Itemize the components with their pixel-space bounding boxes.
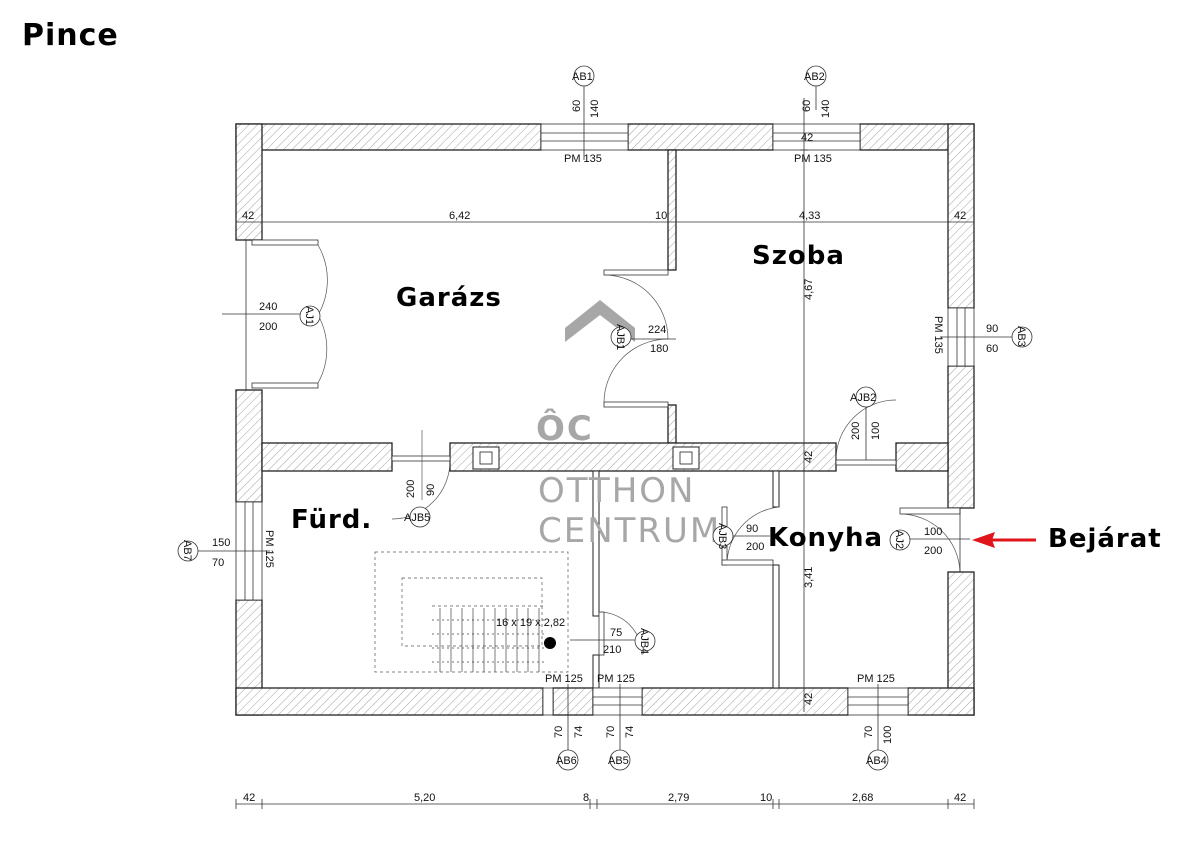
room-label-kitchen: Konyha (768, 523, 883, 553)
size-ajb5-b: 90 (425, 484, 437, 496)
tag-ajb3: AJB3 (716, 523, 728, 549)
dim-top-433: 4,33 (799, 210, 820, 222)
size-ab3-b: 60 (986, 343, 998, 355)
dim-bot-10: 10 (760, 792, 772, 804)
dim-v-42-mid: 42 (803, 451, 815, 463)
tag-aj2: AJ2 (893, 530, 905, 549)
room-label-garage: Garázs (396, 283, 502, 313)
dim-bot-268: 2,68 (852, 792, 873, 804)
label-ab2-pm: PM 135 (794, 153, 832, 165)
dim-top-642: 6,42 (449, 210, 470, 222)
tag-ajb1: AJB1 (614, 324, 626, 350)
size-ajb3-b: 200 (746, 541, 764, 553)
size-ajb1-a: 224 (648, 324, 666, 336)
watermark-line1: OTTHON (538, 471, 695, 511)
size-ab4-a: 70 (863, 726, 875, 738)
tag-ab6: AB6 (556, 755, 577, 767)
size-ajb4-b: 210 (603, 644, 621, 656)
dim-bot-42-right: 42 (954, 792, 966, 804)
dim-top-42-left: 42 (242, 210, 254, 222)
size-ab2-a: 60 (801, 100, 813, 112)
watermark-line2: CENTRUM (538, 511, 721, 551)
size-ajb2-a: 200 (850, 422, 862, 440)
size-ab4-b: 100 (882, 726, 894, 744)
size-ab6-a: 70 (553, 726, 565, 738)
door-annotations: AJ1 240 200 AJB1 224 180 AJB5 200 90 AJB… (222, 301, 970, 656)
size-ab6-b: 74 (573, 726, 585, 738)
size-ajb1-b: 180 (650, 343, 668, 355)
size-ajb3-a: 90 (746, 523, 758, 535)
inner-walls (261, 149, 949, 689)
tag-ab4: AB4 (866, 755, 887, 767)
dim-top-42-right: 42 (954, 210, 966, 222)
tag-ab3: AB3 (1015, 326, 1027, 347)
stair-post (544, 637, 556, 649)
label-ab6-pm: PM 125 (545, 673, 583, 685)
size-aj2-b: 200 (924, 545, 942, 557)
tag-ab1: AB1 (572, 71, 593, 83)
size-ajb2-b: 100 (870, 422, 882, 440)
dim-v-42-bot: 42 (803, 693, 815, 705)
dim-ab1-42: 42 (801, 132, 813, 144)
size-ab1-a: 60 (571, 100, 583, 112)
label-ab4-pm: PM 125 (857, 673, 895, 685)
page-title: Pince (22, 18, 119, 53)
room-labels: Garázs Szoba Fürd. Konyha Bejárat (291, 241, 1162, 554)
size-ab5-a: 70 (605, 726, 617, 738)
doors (245, 239, 961, 656)
dim-v-341: 3,41 (803, 567, 815, 588)
label-ab7-pm: PM 125 (263, 530, 275, 568)
size-aj2-a: 100 (924, 526, 942, 538)
entrance-arrow-icon (972, 532, 1036, 548)
tag-aj1: AJ1 (303, 306, 315, 325)
stair-note: 16 x 19 x 2,82 (496, 617, 565, 629)
tag-ab5: AB5 (608, 755, 629, 767)
size-ab1-b: 140 (589, 100, 601, 118)
windows (235, 123, 975, 716)
dim-bot-8: 8 (583, 792, 589, 804)
dim-top-10: 10 (655, 210, 667, 222)
vertical-dimension-line: 4,67 42 3,41 42 42 (800, 98, 815, 712)
dim-bot-42-left: 42 (243, 792, 255, 804)
top-dimension-line: 42 6,42 10 4,33 42 (235, 210, 975, 226)
size-ajb5-a: 200 (405, 480, 417, 498)
label-ab3-pm: PM 135 (932, 316, 944, 354)
tag-ajb5: AJB5 (404, 512, 430, 524)
dim-bot-520: 5,20 (414, 792, 435, 804)
size-ajb4-a: 75 (610, 627, 622, 639)
size-ab5-b: 74 (624, 726, 636, 738)
tag-ab2: AB2 (804, 71, 825, 83)
size-ab2-b: 140 (820, 100, 832, 118)
tag-ajb4: AJB4 (638, 628, 650, 654)
tag-ajb2: AJB2 (850, 392, 876, 404)
label-ab5-pm: PM 125 (597, 673, 635, 685)
dim-bot-279: 2,79 (668, 792, 689, 804)
dim-v-467: 4,67 (803, 279, 815, 300)
staircase: 16 x 19 x 2,82 (374, 551, 569, 673)
window-annotations: AB1 60 140 PM 135 AB2 60 140 PM 135 AB3 … (177, 65, 1033, 771)
size-ab3-a: 90 (986, 323, 998, 335)
size-aj1-a: 240 (259, 301, 277, 313)
otthon-centrum-watermark: ÔC OTTHON CENTRUM (536, 300, 721, 551)
room-label-room: Szoba (752, 241, 845, 271)
roof-icon (565, 300, 635, 342)
label-entrance: Bejárat (1048, 524, 1162, 554)
outer-walls (235, 123, 975, 716)
size-ab7-a: 150 (212, 537, 230, 549)
watermark-logo: ÔC (536, 408, 594, 449)
label-ab1-pm: PM 135 (564, 153, 602, 165)
size-aj1-b: 200 (259, 321, 277, 333)
room-label-bath: Fürd. (291, 505, 372, 535)
size-ab7-b: 70 (212, 557, 224, 569)
bottom-dimension-line: 42 5,20 8 2,79 10 2,68 42 (235, 792, 975, 809)
tag-ab7: AB7 (181, 540, 193, 561)
